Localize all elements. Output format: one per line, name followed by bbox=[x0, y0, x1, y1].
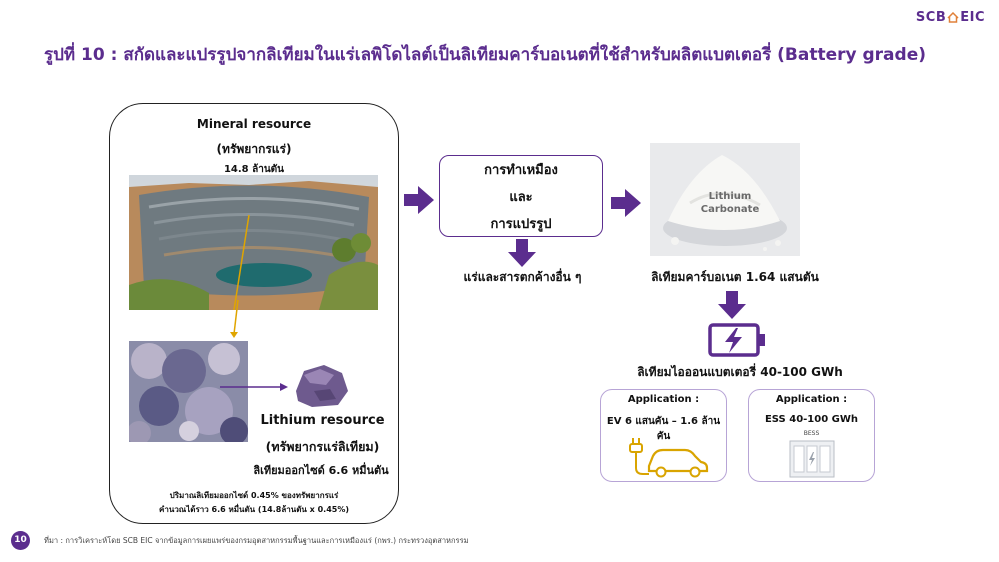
lithium-oxide-note: ปริมาณลิเทียมออกไซด์ 0.45% ของทรัพยากรแร… bbox=[169, 491, 339, 500]
source-note: ที่มา : การวิเคราะห์โดย SCB EIC จากข้อมู… bbox=[44, 536, 469, 545]
car-charging-icon bbox=[629, 438, 709, 478]
logo-text-eic: EIC bbox=[960, 10, 985, 25]
process-line-1: การทำเหมือง bbox=[484, 163, 558, 178]
mineral-resource-panel: Mineral resource (ทรัพยากรแร่) 14.8 ล้าน… bbox=[109, 103, 399, 524]
scb-eic-logo: SCB EIC bbox=[916, 10, 985, 25]
lithium-rock-photo bbox=[296, 365, 348, 407]
application-ev-body: EV 6 แสนคัน – 1.6 ล้านคัน bbox=[606, 416, 721, 442]
lepidolite-ore-photo bbox=[129, 341, 248, 442]
process-line-3: การแปรรูป bbox=[490, 217, 552, 232]
process-line-2: และ bbox=[509, 190, 533, 205]
lithium-oxide-calculation: คำนวณได้ราว 6.6 หมื่นตัน (14.8ล้านตัน x … bbox=[159, 505, 349, 514]
right-arrow-icon bbox=[404, 186, 434, 214]
mineral-title-th: (ทรัพยากรแร่) bbox=[216, 142, 292, 156]
bess-icon bbox=[789, 440, 835, 478]
lithium-carbonate-label: Lithium Carbonate bbox=[690, 190, 770, 216]
application-ev-title: Application : bbox=[627, 394, 700, 405]
residue-label: แร่และสารตกค้างอื่น ๆ bbox=[463, 270, 582, 284]
page-number: 10 bbox=[11, 531, 30, 550]
lithium-oxide-amount: ลิเทียมออกไซด์ 6.6 หมื่นตัน bbox=[253, 464, 389, 477]
lithium-carbonate-amount: ลิเทียมคาร์บอเนต 1.64 แสนตัน bbox=[651, 270, 819, 284]
right-arrow-icon bbox=[611, 189, 641, 217]
application-ess-title: Application : bbox=[775, 394, 848, 405]
application-ev-card: Application : EV 6 แสนคัน – 1.6 ล้านคัน bbox=[600, 389, 727, 482]
down-arrow-icon bbox=[718, 291, 746, 319]
ore-to-rock-arrow bbox=[220, 383, 288, 391]
mining-processing-box: การทำเหมือง และ การแปรรูป bbox=[439, 155, 603, 237]
house-icon bbox=[947, 12, 959, 23]
mine-to-ore-connector bbox=[230, 300, 239, 338]
carbonate-label-line-1: Lithium bbox=[708, 191, 752, 202]
page-title: รูปที่ 10 : สกัดและแปรรูปจากลิเทียมในแร่… bbox=[44, 45, 926, 65]
bess-label: BESS bbox=[803, 430, 820, 437]
lithium-carbonate-photo bbox=[650, 143, 800, 256]
mineral-title-en: Mineral resource bbox=[196, 117, 312, 131]
down-arrow-icon bbox=[508, 239, 536, 267]
lithium-resource-title-en: Lithium resource bbox=[260, 413, 385, 428]
application-ess-body: ESS 40-100 GWh bbox=[764, 414, 859, 425]
li-ion-battery-capacity: ลิเทียมไอออนแบตเตอรี่ 40-100 GWh bbox=[637, 365, 843, 379]
carbonate-label-line-2: Carbonate bbox=[700, 204, 760, 215]
application-ess-card: Application : ESS 40-100 GWh BESS bbox=[748, 389, 875, 482]
open-pit-mine-photo bbox=[129, 175, 378, 310]
lithium-resource-title-th: (ทรัพยากรแร่ลิเทียม) bbox=[265, 439, 380, 454]
battery-charging-icon bbox=[708, 323, 765, 357]
mineral-amount: 14.8 ล้านตัน bbox=[223, 164, 285, 175]
logo-text-scb: SCB bbox=[915, 10, 947, 25]
